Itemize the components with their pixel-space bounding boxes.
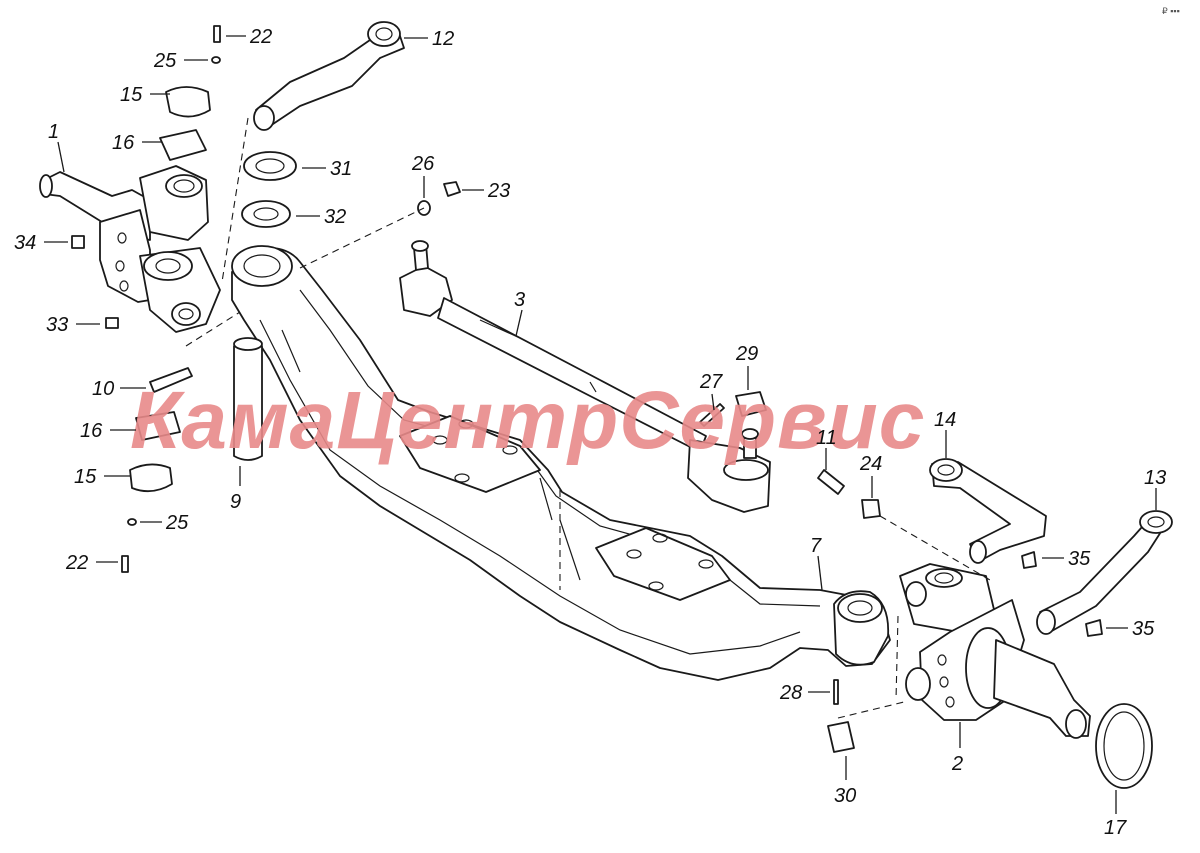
callout-23: 23 <box>462 180 510 202</box>
callout-22-bottom: 22 <box>65 552 118 574</box>
callout-label: 15 <box>74 466 97 488</box>
callout-15-bottom: 15 <box>74 466 130 488</box>
callout-32: 32 <box>296 206 346 228</box>
callout-label: 25 <box>165 512 189 534</box>
callout-label: 34 <box>14 232 36 254</box>
callout-25-bottom: 25 <box>140 512 189 534</box>
callout-label: 27 <box>699 371 723 393</box>
callout-label: 1 <box>48 121 59 143</box>
callout-31: 31 <box>302 158 352 180</box>
callout-label: 29 <box>735 343 758 365</box>
callout-25-top: 25 <box>153 50 208 72</box>
callout-label: 17 <box>1104 817 1127 839</box>
callout-35-top: 35 <box>1042 548 1091 570</box>
callout-label: 25 <box>153 50 177 72</box>
callout-label: 23 <box>487 180 510 202</box>
callout-label: 15 <box>120 84 143 106</box>
callout-35-bottom: 35 <box>1106 618 1155 640</box>
callout-label: 14 <box>934 409 956 431</box>
left-steering-knuckle <box>39 165 221 333</box>
callout-label: 35 <box>1132 618 1155 640</box>
callout-label: 33 <box>46 314 68 336</box>
callout-13: 13 <box>1144 467 1166 510</box>
callout-label: 32 <box>324 206 346 228</box>
small-parts <box>71 25 1153 789</box>
callout-label: 10 <box>92 378 114 400</box>
callout-label: 35 <box>1068 548 1091 570</box>
callout-label: 13 <box>1144 467 1166 489</box>
callout-24: 24 <box>859 453 882 498</box>
callout-34: 34 <box>14 232 68 254</box>
callout-28: 28 <box>779 682 830 704</box>
callout-7: 7 <box>810 535 823 591</box>
callout-30: 30 <box>834 756 856 807</box>
callout-label: 9 <box>230 491 241 513</box>
callout-16-bottom: 16 <box>80 420 136 442</box>
right-steering-knuckle <box>899 563 1091 739</box>
callout-11: 11 <box>816 427 837 470</box>
callout-14: 14 <box>934 409 956 458</box>
steering-arm-upper <box>253 21 405 131</box>
callout-27: 27 <box>699 371 723 411</box>
callout-9: 9 <box>230 466 241 513</box>
callout-label: 30 <box>834 785 856 807</box>
callout-16-top: 16 <box>112 132 162 154</box>
callout-2: 2 <box>951 722 963 775</box>
callout-label: 28 <box>779 682 802 704</box>
callout-26: 26 <box>411 153 435 198</box>
callout-33: 33 <box>46 314 100 336</box>
callout-labels: 1 2 3 7 9 10 11 12 <box>14 26 1166 839</box>
tie-rod-assembly <box>399 240 771 513</box>
callout-17: 17 <box>1104 790 1127 839</box>
callout-label: 31 <box>330 158 352 180</box>
callout-22-top: 22 <box>226 26 272 48</box>
callout-label: 26 <box>411 153 435 175</box>
callout-3: 3 <box>514 289 525 337</box>
callout-label: 22 <box>65 552 88 574</box>
steering-arm-right-lower <box>1036 510 1173 635</box>
steering-arm-right-upper <box>929 458 1047 564</box>
callout-label: 24 <box>859 453 882 475</box>
callout-label: 3 <box>514 289 525 311</box>
callout-label: 2 <box>951 753 963 775</box>
callout-label: 16 <box>80 420 103 442</box>
front-axle-beam <box>231 245 891 681</box>
watermark-text: КамаЦентрСервис <box>130 375 925 466</box>
callout-1: 1 <box>48 121 65 173</box>
assembly-axes <box>185 117 991 719</box>
callout-10: 10 <box>92 378 146 400</box>
callout-label: 11 <box>816 427 837 449</box>
callout-label: 12 <box>432 28 454 50</box>
callout-label: 16 <box>112 132 135 154</box>
callout-label: 7 <box>810 535 822 557</box>
callout-12: 12 <box>404 28 454 50</box>
callout-label: 22 <box>249 26 272 48</box>
corner-mark: ₽ ▪▪▪ <box>1162 6 1180 16</box>
callout-29: 29 <box>735 343 758 390</box>
callout-15-top: 15 <box>120 84 170 106</box>
